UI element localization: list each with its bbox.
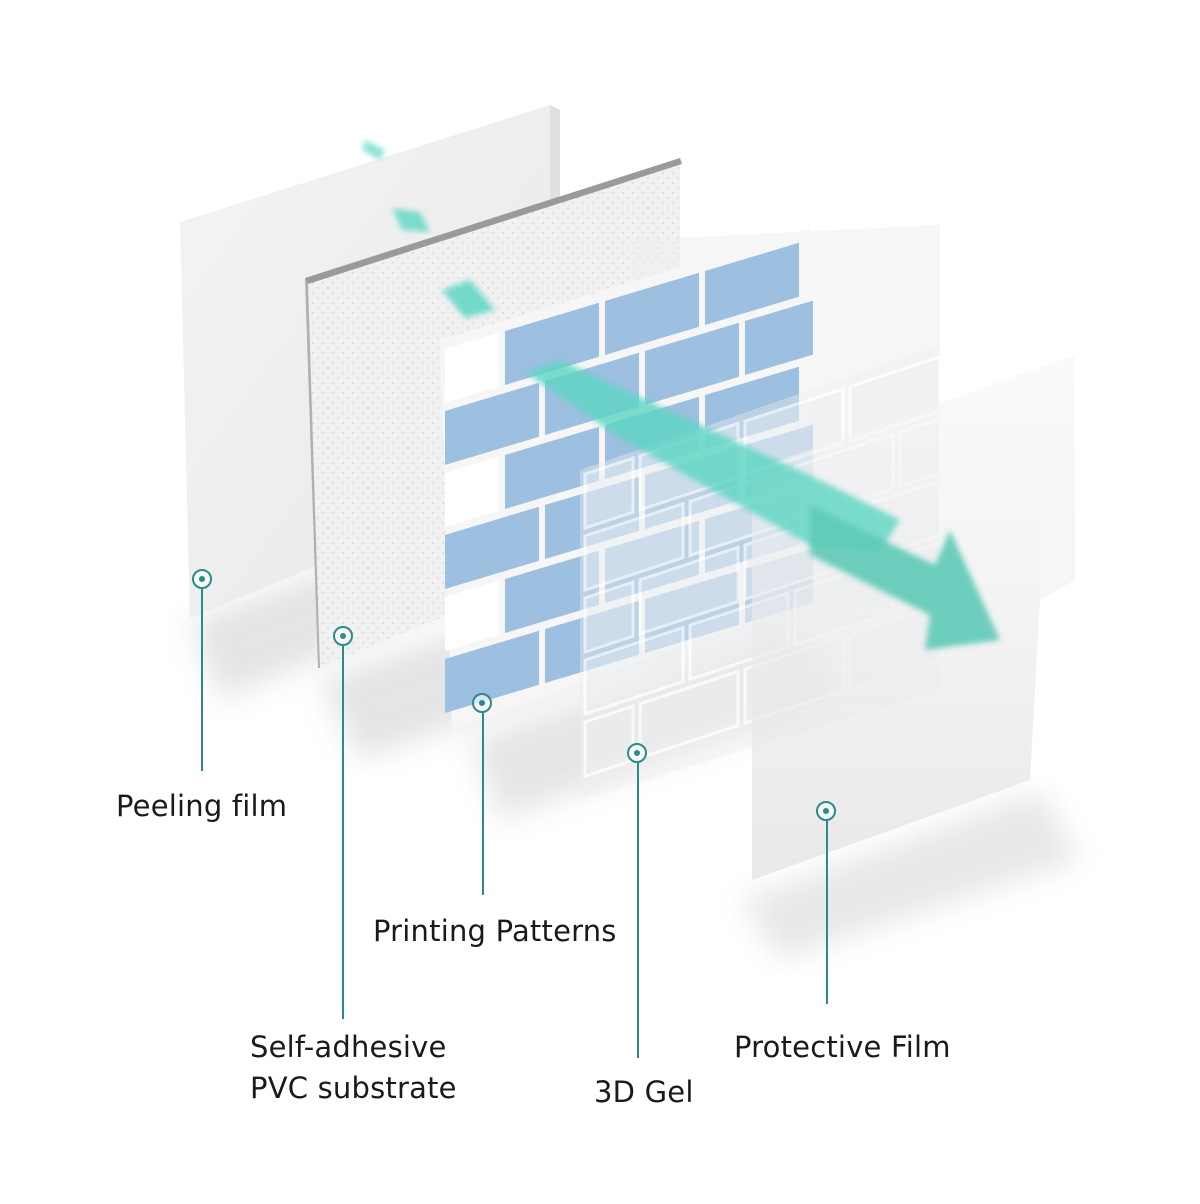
peeling-film-leader-line [201, 589, 203, 771]
protective-film-leader-line [826, 821, 828, 1004]
gel-tile [638, 545, 740, 636]
3d-gel-marker-icon [627, 743, 647, 763]
printing-patterns-layer [440, 228, 813, 730]
gel-tile [583, 625, 685, 717]
peeling-film-marker-icon [192, 569, 212, 589]
pattern-tile [545, 476, 639, 559]
pvc-substrate-label-line-1: Self-adhesive [250, 1030, 447, 1064]
gel-tile [583, 580, 635, 655]
printing-patterns-marker-icon [472, 693, 492, 713]
protective-film-marker-icon [816, 801, 836, 821]
protective-film-label: Protective Film [734, 1030, 951, 1064]
pattern-tile [505, 550, 599, 633]
direction-arrow [362, 140, 1000, 650]
pattern-tile [705, 366, 799, 449]
pattern-tile [445, 580, 499, 651]
pattern-tile [445, 332, 499, 403]
3d-gel-leader-line [637, 763, 639, 1058]
pattern-tile [445, 630, 539, 713]
pvc-substrate-marker-icon [333, 626, 353, 646]
gel-tile [583, 501, 685, 593]
pattern-tile [505, 426, 599, 509]
gel-tile [583, 456, 635, 531]
printing-patterns-leader-line [482, 713, 484, 895]
pattern-tile [605, 272, 699, 355]
pattern-tile [745, 300, 813, 375]
pattern-tile [445, 506, 539, 589]
pattern-tile [705, 242, 799, 325]
printing-patterns-label: Printing Patterns [373, 914, 617, 948]
pattern-tile [445, 382, 539, 465]
pattern-tile [645, 322, 739, 405]
pvc-substrate-label-line-2: PVC substrate [250, 1071, 457, 1105]
pattern-tile [505, 302, 599, 385]
pvc-substrate-leader-line [342, 646, 344, 1019]
peeling-film-label: Peeling film [116, 789, 288, 823]
protective-film-layer [752, 355, 1075, 880]
pattern-tile [445, 456, 499, 527]
3d-gel-label: 3D Gel [594, 1075, 694, 1109]
gel-tile [638, 669, 740, 760]
pattern-tile [545, 600, 639, 683]
